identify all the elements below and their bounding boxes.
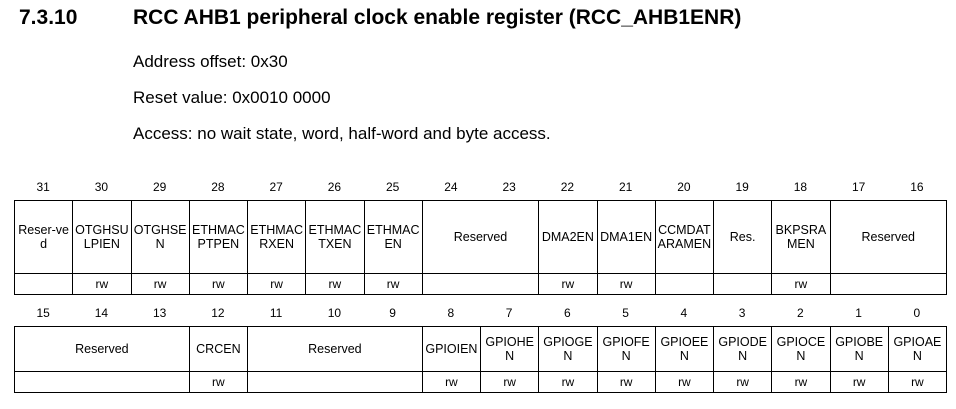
bit-number: 26: [327, 180, 342, 194]
register-field: GPIOEEN: [654, 326, 715, 372]
bit-number: 17: [851, 180, 866, 194]
access-cell: [654, 273, 715, 295]
reserved-field: Reserved: [829, 200, 947, 274]
access-cell: rw: [421, 371, 482, 393]
bit-number: 14: [94, 306, 109, 320]
access-cell: [829, 273, 947, 295]
bit-number: 2: [797, 306, 804, 320]
bit-number: 25: [385, 180, 400, 194]
register-field: GPIODEN: [713, 326, 773, 372]
bit-number: 8: [447, 306, 455, 320]
bit-number: 0: [913, 306, 921, 320]
section-number: 7.3.10: [19, 6, 78, 29]
access-description: Access: no wait state, word, half-word a…: [133, 124, 551, 143]
register-field: CCMDATARAMEN: [654, 200, 715, 274]
register-field: GPIOBEN: [829, 326, 889, 372]
bit-number: 16: [910, 180, 924, 194]
bit-number: 13: [152, 306, 167, 320]
bit-number: 15: [36, 306, 50, 320]
register-field: GPIOFEN: [596, 326, 656, 372]
register-field: DMA2EN: [538, 200, 598, 274]
access-cell: rw: [538, 371, 598, 393]
bit-number: 5: [622, 306, 629, 320]
register-field: DMA1EN: [596, 200, 656, 274]
access-cell: rw: [654, 371, 715, 393]
register-field: ETHMACTXEN: [305, 200, 365, 274]
access-cell: rw: [538, 273, 598, 295]
bit-number: 27: [269, 180, 283, 194]
reserved-field: Reserved: [421, 200, 540, 274]
access-cell: rw: [771, 371, 831, 393]
access-cell: [13, 273, 74, 295]
reserved-field: Reser-ved: [13, 200, 74, 274]
register-field: GPIOGEN: [538, 326, 598, 372]
access-cell: rw: [771, 273, 831, 295]
bit-number: 3: [738, 306, 746, 320]
bit-number: 20: [677, 180, 691, 194]
bit-number: 9: [389, 306, 396, 320]
access-cell: [712, 273, 773, 295]
access-cell: [247, 371, 423, 393]
access-cell: rw: [829, 371, 889, 393]
access-cell: rw: [72, 273, 132, 295]
bit-number: 31: [36, 180, 50, 194]
address-offset: Address offset: 0x30: [133, 52, 288, 71]
access-cell: rw: [130, 273, 190, 295]
register-field: CRCEN: [188, 326, 249, 372]
reset-value: Reset value: 0x0010 0000: [133, 88, 331, 107]
access-cell: rw: [246, 273, 307, 295]
bit-number: 28: [211, 180, 225, 194]
register-field: BKPSRAMEN: [771, 200, 831, 274]
access-cell: rw: [596, 371, 656, 393]
access-cell: rw: [305, 273, 365, 295]
bit-number: 19: [735, 180, 749, 194]
access-cell: rw: [480, 371, 540, 393]
bit-number: 24: [444, 180, 458, 194]
bit-number: 18: [793, 180, 808, 194]
reserved-field: Reserved: [14, 326, 190, 372]
access-cell: rw: [363, 273, 423, 295]
register-field: GPIOHEN: [480, 326, 540, 372]
register-field: OTGHSEN: [130, 200, 190, 274]
bit-numbers-high: 31 30 29 28 27 26 25 24 23 22 21 20 19 18 17 16: [14, 180, 946, 198]
bit-number: 11: [269, 306, 283, 320]
register-field: ETHMACPTPEN: [188, 200, 249, 274]
access-cell: rw: [188, 371, 249, 393]
register-field: GPIOCEN: [771, 326, 831, 372]
access-cell: rw: [713, 371, 773, 393]
register-field: ETHMACRXEN: [246, 200, 307, 274]
access-cell: rw: [596, 273, 656, 295]
bit-number: 6: [564, 306, 571, 320]
bit-number: 1: [855, 306, 862, 320]
reserved-field: Res.: [712, 200, 773, 274]
access-cell: rw: [188, 273, 249, 295]
bit-number: 29: [152, 180, 167, 194]
access-cell: rw: [887, 371, 948, 393]
reserved-field: Reserved: [247, 326, 423, 372]
bit-number: 23: [502, 180, 516, 194]
register-field: GPIOAEN: [887, 326, 948, 372]
bit-number: 22: [560, 180, 575, 194]
bit-number: 10: [327, 306, 342, 320]
register-field: GPIOIEN: [421, 326, 482, 372]
register-field: OTGHSULPIEN: [72, 200, 132, 274]
bit-number: 4: [680, 306, 688, 320]
register-field: ETHMACEN: [363, 200, 423, 274]
bit-number: 12: [211, 306, 225, 320]
bit-number: 21: [618, 180, 633, 194]
section-title: RCC AHB1 peripheral clock enable registe…: [133, 6, 742, 29]
bit-number: 7: [505, 306, 513, 320]
access-cell: [421, 273, 540, 295]
access-cell: [14, 371, 190, 393]
bit-number: 30: [94, 180, 109, 194]
